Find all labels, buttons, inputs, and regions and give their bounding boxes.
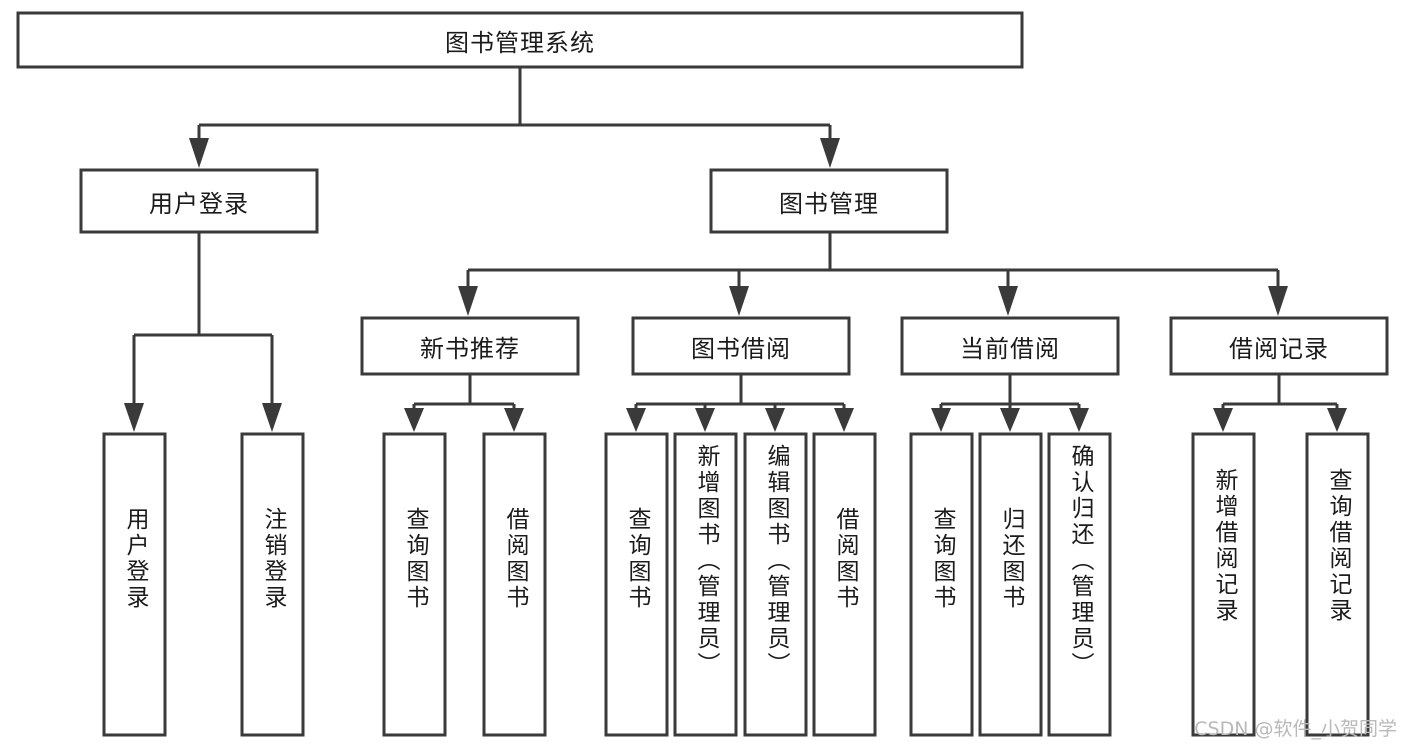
- leaf-box-bb-edit[interactable]: [743, 432, 808, 737]
- leaf-box-nb-query[interactable]: [382, 432, 447, 737]
- leaf-box-br-add[interactable]: [1191, 432, 1256, 737]
- arrow-root-to-book: [820, 138, 840, 168]
- arrow-book-c1: [458, 286, 478, 316]
- arrow-book-c3: [998, 286, 1018, 316]
- arrow-borrow-l1: [626, 408, 646, 432]
- arrow-newbook-l1: [404, 408, 424, 432]
- node-book-borrow[interactable]: [631, 316, 851, 376]
- leaf-box-br-query[interactable]: [1305, 432, 1370, 737]
- leaf-box-user-login[interactable]: [102, 432, 167, 737]
- node-user-login[interactable]: [79, 168, 319, 234]
- arrow-borrow-l2: [695, 408, 715, 432]
- arrow-book-c4: [1268, 286, 1288, 316]
- arrow-record-l1: [1213, 408, 1233, 432]
- leaf-box-cb-confirm[interactable]: [1047, 432, 1112, 737]
- arrow-current-l1: [931, 408, 951, 432]
- arrow-current-l2: [1000, 408, 1020, 432]
- node-root[interactable]: [16, 11, 1024, 69]
- node-current-borrow[interactable]: [900, 316, 1120, 376]
- arrow-borrow-l4: [834, 408, 854, 432]
- leaf-box-bb-query[interactable]: [604, 432, 669, 737]
- arrow-borrow-l3: [765, 408, 785, 432]
- arrow-current-l3: [1069, 408, 1089, 432]
- arrow-user-child1: [124, 403, 144, 432]
- arrow-newbook-l2: [504, 408, 524, 432]
- leaf-box-cb-return[interactable]: [978, 432, 1043, 737]
- node-new-book-recommend[interactable]: [360, 316, 580, 376]
- leaf-box-bb-add[interactable]: [673, 432, 738, 737]
- leaf-box-bb-borrow[interactable]: [812, 432, 877, 737]
- arrow-book-c2: [729, 286, 749, 316]
- arrow-user-child2: [262, 403, 282, 432]
- leaf-box-nb-borrow[interactable]: [482, 432, 547, 737]
- leaf-box-logout[interactable]: [240, 432, 305, 737]
- arrow-root-to-user: [189, 138, 209, 168]
- arrow-record-l2: [1327, 408, 1347, 432]
- leaf-box-cb-query[interactable]: [909, 432, 974, 737]
- node-book-management[interactable]: [709, 168, 949, 234]
- node-borrow-record[interactable]: [1169, 316, 1389, 376]
